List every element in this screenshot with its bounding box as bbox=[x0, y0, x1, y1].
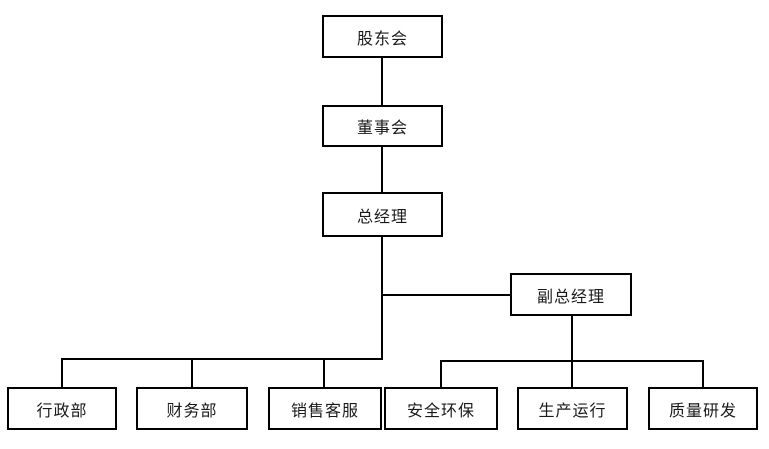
connector-stub-admin-dept bbox=[61, 358, 63, 387]
node-quality-rd: 质量研发 bbox=[648, 387, 758, 430]
connector-stub-safety-environment bbox=[440, 360, 442, 387]
node-finance-dept: 财务部 bbox=[136, 387, 248, 430]
connector-general-manager-deputy bbox=[382, 294, 511, 296]
node-sales-customer-service: 销售客服 bbox=[268, 387, 382, 430]
connector-stub-finance-dept bbox=[191, 358, 193, 387]
connector-general-manager-trunk bbox=[381, 236, 383, 360]
node-safety-environment: 安全环保 bbox=[384, 387, 498, 430]
connector-shareholders-board bbox=[381, 58, 383, 105]
node-general-manager: 总经理 bbox=[322, 192, 443, 237]
connector-stub-sales-customer-service bbox=[323, 358, 325, 387]
connector-stub-quality-rd bbox=[702, 360, 704, 387]
node-admin-dept: 行政部 bbox=[7, 387, 117, 430]
connector-left-branch-rail bbox=[61, 358, 383, 360]
connector-board-general-manager bbox=[381, 146, 383, 193]
node-shareholders: 股东会 bbox=[322, 15, 443, 58]
connector-stub-production-operation bbox=[571, 360, 573, 387]
node-deputy-general-manager: 副总经理 bbox=[510, 273, 632, 316]
connector-deputy-trunk bbox=[571, 315, 573, 362]
node-production-operation: 生产运行 bbox=[517, 387, 628, 430]
node-board-of-directors: 董事会 bbox=[322, 105, 443, 147]
